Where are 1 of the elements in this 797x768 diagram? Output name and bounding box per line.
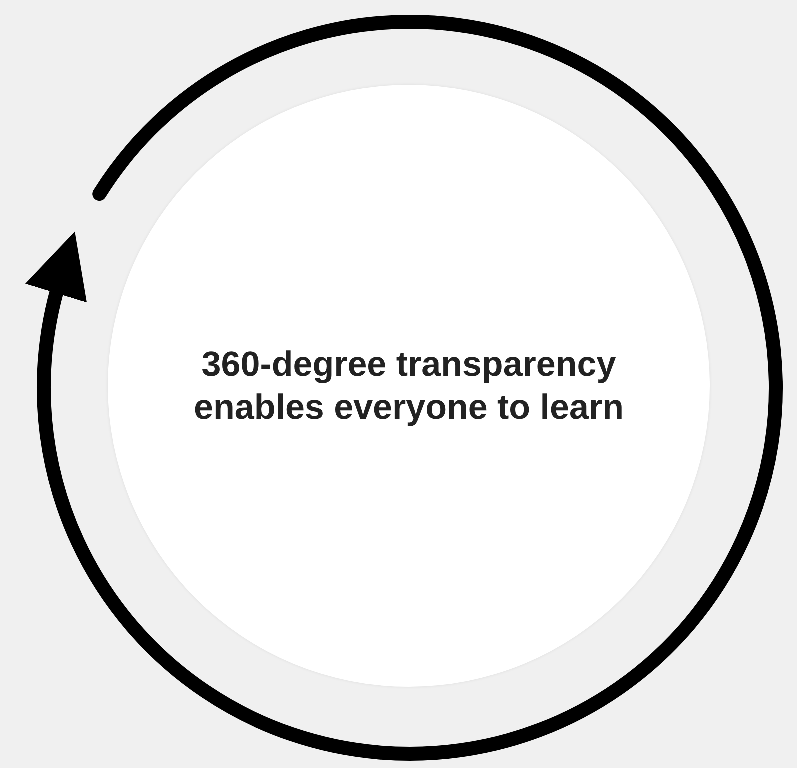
node-text: 360-degree transparency enables everyone to learn <box>193 344 625 429</box>
